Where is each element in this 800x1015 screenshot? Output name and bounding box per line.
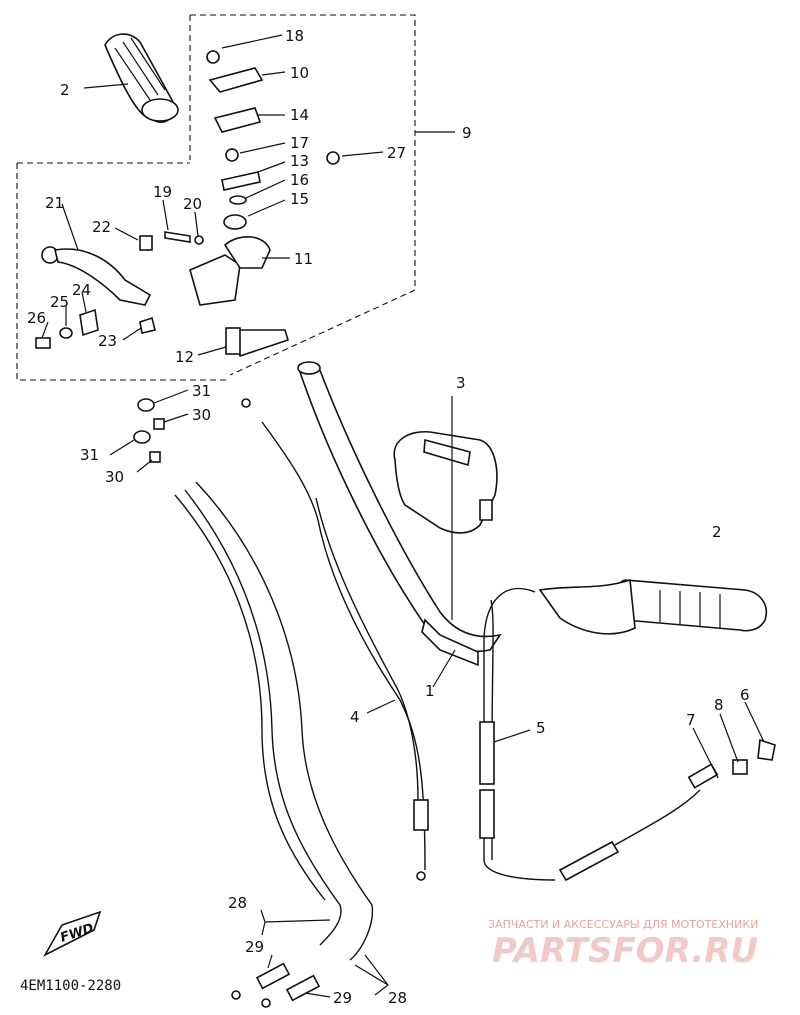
drawing-code: 4EM1100-2280	[20, 978, 121, 994]
callout-14: 14	[290, 106, 309, 124]
callout-numbers: 1 2 2 3 4 5 6 7 8 9 10 11 12 13 14 15 16…	[27, 27, 750, 1007]
throttle-cable-sleeve	[479, 721, 495, 785]
callout-7: 7	[686, 711, 696, 729]
callout-30-upper: 30	[192, 406, 211, 424]
watermark-line2: PARTSFOR.RU	[492, 931, 758, 971]
callout-30-lower: 30	[105, 468, 124, 486]
callout-2-upper: 2	[60, 81, 70, 99]
callout-23: 23	[98, 332, 117, 350]
upper-small-parts	[206, 50, 340, 230]
brake-cable-outer	[315, 497, 419, 801]
lever-cable-c	[174, 494, 326, 901]
callout-18: 18	[285, 27, 304, 45]
grip-left	[104, 33, 179, 123]
lever-small-parts	[35, 231, 204, 349]
callout-11: 11	[294, 250, 313, 268]
callout-26: 26	[27, 309, 46, 327]
callout-16: 16	[290, 171, 309, 189]
watermark-line1: ЗАПЧАСТИ И АКСЕССУАРЫ ДЛЯ МОТОТЕХНИКИ	[488, 918, 758, 931]
callout-20: 20	[183, 195, 202, 213]
handlebar	[297, 361, 502, 667]
callout-5: 5	[536, 719, 546, 737]
adjuster-12	[225, 327, 241, 355]
callout-6: 6	[740, 686, 750, 704]
handlebar-switch	[393, 431, 498, 534]
brake-cable-end	[413, 799, 429, 831]
throttle-cable	[483, 587, 556, 881]
callout-19: 19	[153, 183, 172, 201]
callout-22: 22	[92, 218, 111, 236]
callout-21: 21	[45, 194, 64, 212]
callout-12: 12	[175, 348, 194, 366]
callout-4: 4	[350, 708, 360, 726]
callout-31-lower: 31	[80, 446, 99, 464]
callout-15: 15	[290, 190, 309, 208]
callout-24: 24	[72, 281, 91, 299]
callout-2-right: 2	[712, 523, 722, 541]
callout-29-left: 29	[245, 938, 264, 956]
callout-1: 1	[425, 682, 435, 700]
throttle-cable-sleeve-lower	[479, 789, 495, 839]
lever-cable-a	[184, 489, 342, 946]
grip-right	[538, 578, 767, 635]
callout-13: 13	[290, 152, 309, 170]
fwd-arrow: FWD	[42, 910, 102, 957]
callout-8: 8	[714, 696, 724, 714]
assembly-9-boundary	[16, 14, 416, 381]
cable-washers	[133, 398, 426, 881]
choke-cable-assembly	[558, 738, 776, 882]
brake-cable	[261, 421, 426, 871]
callout-leaders	[41, 34, 765, 998]
callout-9: 9	[462, 124, 472, 142]
callout-17: 17	[290, 134, 309, 152]
callout-28-right: 28	[388, 989, 407, 1007]
lever-bracket	[189, 236, 271, 306]
callout-29-right: 29	[333, 989, 352, 1007]
callout-27: 27	[387, 144, 406, 162]
callout-25: 25	[50, 293, 69, 311]
lever-cable-b	[195, 481, 374, 961]
callout-3: 3	[456, 374, 466, 392]
brake-lever	[41, 246, 152, 306]
lever-bracket-arm	[234, 329, 289, 358]
callout-28-left: 28	[228, 894, 247, 912]
cable-ends	[231, 962, 321, 1008]
callout-10: 10	[290, 64, 309, 82]
callout-31-upper: 31	[192, 382, 211, 400]
